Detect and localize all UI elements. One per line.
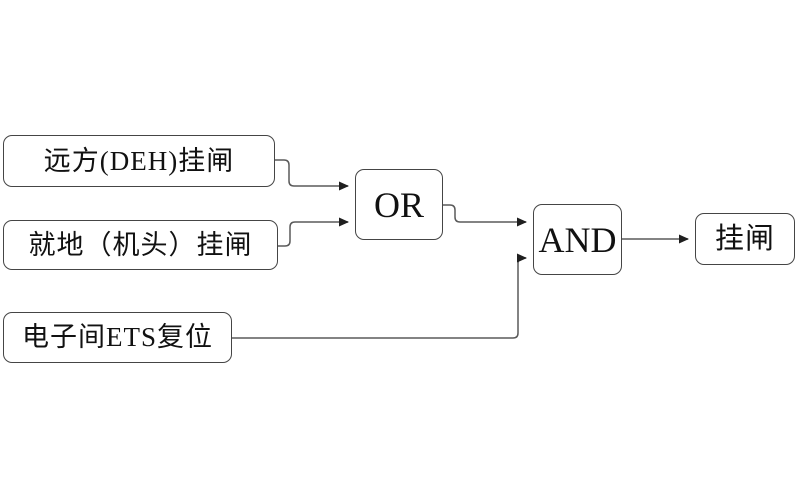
node-and-gate: AND xyxy=(533,204,622,275)
node-remote-deh-latch: 远方(DEH)挂闸 xyxy=(3,135,275,187)
node-or-gate-label: OR xyxy=(373,184,424,225)
node-latch-output: 挂闸 xyxy=(695,213,795,265)
connector-input3-to-and xyxy=(232,253,527,339)
node-local-head-latch: 就地（机头）挂闸 xyxy=(3,220,278,270)
connector-input1-to-or xyxy=(275,159,349,191)
node-or-gate: OR xyxy=(355,169,443,240)
connector-or-to-and xyxy=(443,204,527,227)
node-ets-reset-label: 电子间ETS复位 xyxy=(21,322,213,352)
node-and-gate-label: AND xyxy=(538,219,617,260)
node-local-head-latch-label: 就地（机头）挂闸 xyxy=(28,229,253,260)
node-remote-deh-latch-label: 远方(DEH)挂闸 xyxy=(43,145,235,176)
connector-input2-to-or xyxy=(278,217,349,247)
node-ets-reset: 电子间ETS复位 xyxy=(3,312,232,363)
node-latch-output-label: 挂闸 xyxy=(714,222,775,255)
